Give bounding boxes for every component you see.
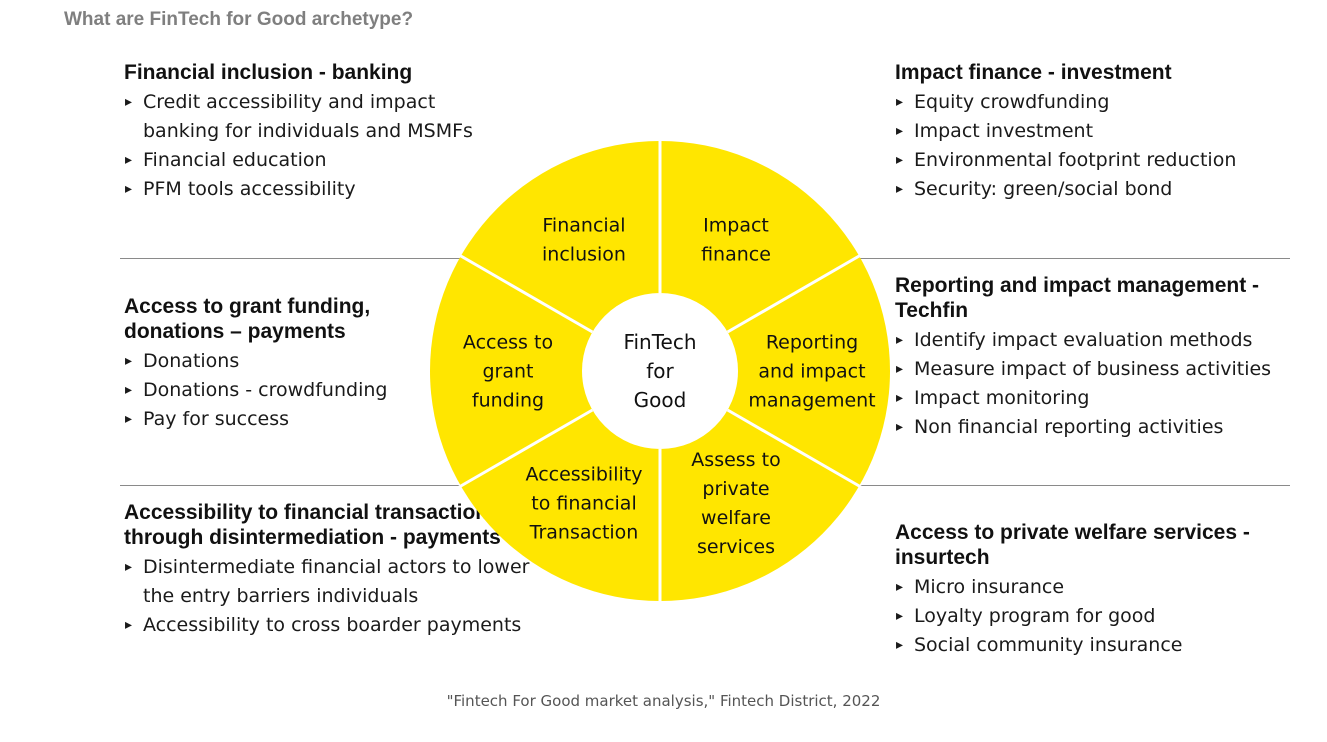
impact-finance-heading: Impact finance - investment: [895, 61, 1172, 84]
welfare-heading: Access to private welfare services - ins…: [895, 521, 1250, 569]
list-item: Measure impact of business activities: [895, 355, 1305, 384]
reporting-block: Reporting and impact management - Techfi…: [895, 273, 1305, 442]
list-item: Financial education: [124, 146, 504, 175]
list-item: Equity crowdfunding: [895, 88, 1305, 117]
impact-finance-list: Equity crowdfunding Impact investment En…: [895, 88, 1305, 204]
list-item: Security: green/social bond: [895, 175, 1305, 204]
transaction-list: Disintermediate financial actors to lowe…: [124, 553, 564, 640]
grant-funding-list: Donations Donations - crowdfunding Pay f…: [124, 347, 454, 434]
list-item: Disintermediate financial actors to lowe…: [124, 553, 564, 611]
financial-inclusion-heading: Financial inclusion - banking: [124, 61, 413, 84]
list-item: Impact monitoring: [895, 384, 1305, 413]
list-item: Micro insurance: [895, 573, 1305, 602]
list-item: Non financial reporting activities: [895, 413, 1305, 442]
transaction-block: Accessibility to financial transaction t…: [124, 500, 564, 640]
welfare-list: Micro insurance Loyalty program for good…: [895, 573, 1305, 660]
impact-finance-block: Impact finance - investment Equity crowd…: [895, 60, 1305, 204]
wheel-divider-6: [458, 253, 594, 334]
reporting-heading: Reporting and impact management - Techfi…: [895, 274, 1260, 322]
list-item: Impact investment: [895, 117, 1305, 146]
wheel-divider-2: [726, 253, 862, 334]
list-item: Donations - crowdfunding: [124, 376, 454, 405]
divider-rule-left-bottom: [120, 485, 460, 486]
welfare-block: Access to private welfare services - ins…: [895, 520, 1305, 660]
list-item: Environmental footprint reduction: [895, 146, 1305, 175]
divider-rule-right-top: [858, 258, 1290, 259]
source-caption: "Fintech For Good market analysis," Fint…: [446, 692, 881, 710]
list-item: Credit accessibility and impact banking …: [124, 88, 504, 146]
reporting-list: Identify impact evaluation methods Measu…: [895, 326, 1305, 442]
divider-rule-left-top: [120, 258, 460, 259]
list-item: Social community insurance: [895, 631, 1305, 660]
wheel-divider-5: [458, 408, 594, 489]
list-item: Donations: [124, 347, 454, 376]
grant-funding-heading: Access to grant funding, donations – pay…: [124, 295, 371, 343]
financial-inclusion-list: Credit accessibility and impact banking …: [124, 88, 504, 204]
grant-funding-block: Access to grant funding, donations – pay…: [124, 294, 454, 434]
financial-inclusion-block: Financial inclusion - banking Credit acc…: [124, 60, 504, 204]
divider-rule-right-bottom: [858, 485, 1290, 486]
list-item: PFM tools accessibility: [124, 175, 504, 204]
transaction-heading: Accessibility to financial transaction t…: [124, 501, 501, 549]
wheel-divider-3: [726, 408, 862, 489]
page-title: What are FinTech for Good archetype?: [64, 9, 414, 30]
wheel-center: [582, 293, 738, 449]
list-item: Accessibility to cross boarder payments: [124, 611, 564, 640]
list-item: Pay for success: [124, 405, 454, 434]
list-item: Identify impact evaluation methods: [895, 326, 1305, 355]
list-item: Loyalty program for good: [895, 602, 1305, 631]
